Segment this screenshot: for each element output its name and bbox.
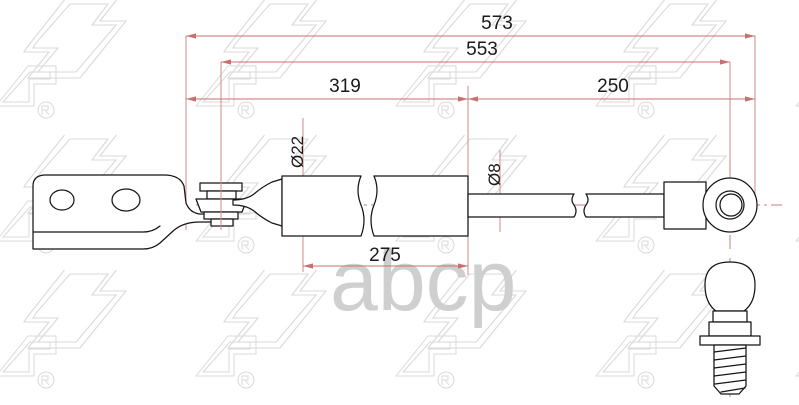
ball-stud: [699, 261, 761, 395]
diameter-22-label: Ø22: [288, 136, 307, 168]
ball-stud-threads: [713, 347, 747, 393]
piston-rod: [467, 193, 665, 218]
eyelet-bore-inner: [719, 193, 743, 217]
cylinder-body: [281, 175, 469, 237]
dimension-275-label: 275: [369, 245, 401, 266]
dimension-573: 573: [186, 13, 755, 39]
ball-stud-thread-body: [713, 344, 747, 395]
dimension-573-label: 573: [481, 13, 513, 34]
ball-stud-neck: [712, 310, 748, 323]
dimension-319-label: 319: [329, 76, 361, 97]
dimension-250-label: 250: [597, 76, 629, 97]
ball-stud-head: [704, 261, 756, 312]
dimension-553: 553: [221, 39, 730, 65]
dimension-250: 250: [468, 76, 755, 102]
diameter-8-label: Ø8: [485, 163, 504, 186]
extension-lines: [185, 36, 756, 275]
dimension-275: 275: [303, 245, 468, 269]
ball-stud-flange: [699, 335, 761, 346]
ball-stud-collar: [708, 321, 752, 337]
bracket-hole-left: [49, 189, 75, 211]
dimension-319: 319: [186, 76, 468, 102]
mounting-bracket: [32, 174, 217, 250]
dimension-553-label: 553: [466, 39, 498, 60]
bracket-hole-right: [111, 188, 141, 212]
eyelet-end: [663, 177, 758, 233]
